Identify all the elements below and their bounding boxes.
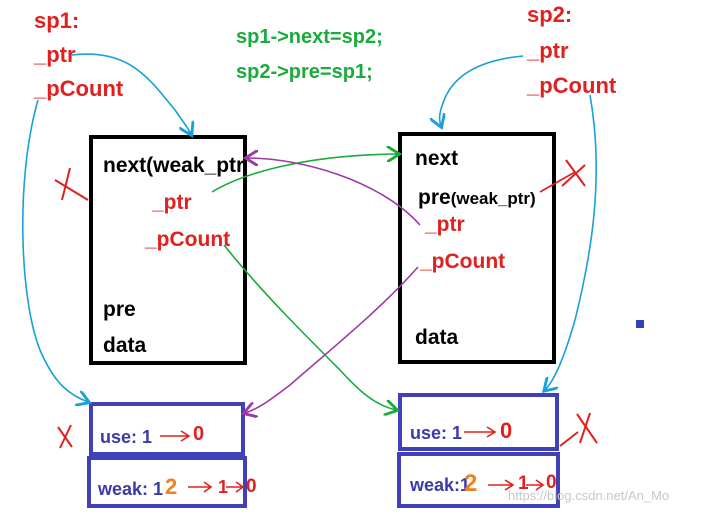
sp2-node-pcount: _pCount — [420, 250, 506, 273]
sp1-weak-mid: 2 — [165, 474, 178, 499]
cross-mark-sp2 — [561, 159, 586, 187]
sp2-node-ptr: _ptr — [425, 213, 465, 236]
sp1-next-field: next(weak_ptr — [103, 154, 245, 177]
sp2-pcount-label: _pCount — [527, 73, 617, 98]
sp1-pcount-arrow — [21, 99, 88, 402]
sp1-ptr-arrow — [71, 53, 191, 134]
cross-mark-sp1 — [54, 167, 89, 201]
sp2-weak-count-box — [397, 452, 560, 508]
sp1-weak-next: 1 — [218, 477, 229, 497]
sp1-use-count-box — [89, 402, 245, 456]
sp2-pre-type: (weak_ptr) — [450, 189, 536, 208]
sp2-weak-mid: 2 — [464, 470, 478, 497]
sp1-label: sp1: — [34, 8, 80, 33]
code-line-1: sp1->next=sp2; — [236, 26, 383, 48]
sp1-data-field: data — [103, 334, 147, 357]
sp1-node-ptr: _ptr — [152, 191, 192, 214]
sp1-weak-arrow-icon-2 — [226, 481, 245, 493]
pre-to-sp1-arrow — [247, 158, 421, 226]
sp1-ptr-label: _ptr — [34, 42, 76, 67]
sp2-pcount-arrow — [545, 94, 597, 390]
sp1-use-new: 0 — [193, 423, 205, 445]
sp1-pre-field: pre — [103, 298, 136, 321]
sp1-weak-end: 0 — [246, 476, 257, 497]
sp1-weak-count: weak: 1 — [98, 479, 164, 499]
sp1-node-box — [89, 135, 247, 365]
sp1-weak-arrow-icon-1 — [188, 481, 213, 493]
sp2-pre-name: pre — [418, 186, 451, 209]
sp2-next-field: next — [415, 147, 459, 170]
blue-dot — [636, 320, 644, 328]
sp2-label: sp2: — [527, 2, 573, 27]
sp2-weak-count: weak:1 — [410, 475, 471, 495]
cross-mark-sp1-use — [57, 424, 73, 449]
sp2-weak-arrow-icon-1 — [488, 479, 515, 491]
sp2-use-count-box — [398, 393, 559, 451]
sp2-data-field: data — [415, 326, 459, 349]
sp1-pcount-to-sp2-use-arrow — [223, 244, 396, 410]
sp2-pcount-to-sp1-use-arrow — [245, 266, 419, 413]
sp2-use-count: use: 1 — [410, 423, 463, 443]
sp1-pcount-label: _pCount — [34, 76, 124, 101]
cross-mark-sp2-use — [559, 412, 598, 447]
sp2-weak-next: 1 — [518, 473, 529, 494]
sp2-weak-end: 0 — [546, 472, 557, 493]
watermark: https://blog.csdn.net/An_Mo — [508, 488, 670, 503]
sp1-use-count: use: 1 — [100, 427, 153, 447]
sp2-pre-strike — [539, 171, 576, 193]
sp2-ptr-arrow — [440, 55, 524, 126]
next-to-sp2-arrow — [211, 154, 398, 193]
sp1-use-arrow-icon — [160, 430, 191, 442]
sp2-weak-arrow-icon-2 — [526, 479, 545, 491]
sp1-weak-count-box — [87, 456, 247, 508]
sp2-ptr-label: _ptr — [527, 38, 569, 63]
sp2-use-arrow-icon — [464, 426, 497, 438]
sp2-use-new: 0 — [500, 418, 513, 443]
code-line-2: sp2->pre=sp1; — [236, 61, 373, 83]
sp2-node-box — [398, 132, 556, 364]
sp1-node-pcount: _pCount — [145, 228, 231, 251]
sp2-pre-field: pre(weak_ptr) — [418, 187, 536, 208]
